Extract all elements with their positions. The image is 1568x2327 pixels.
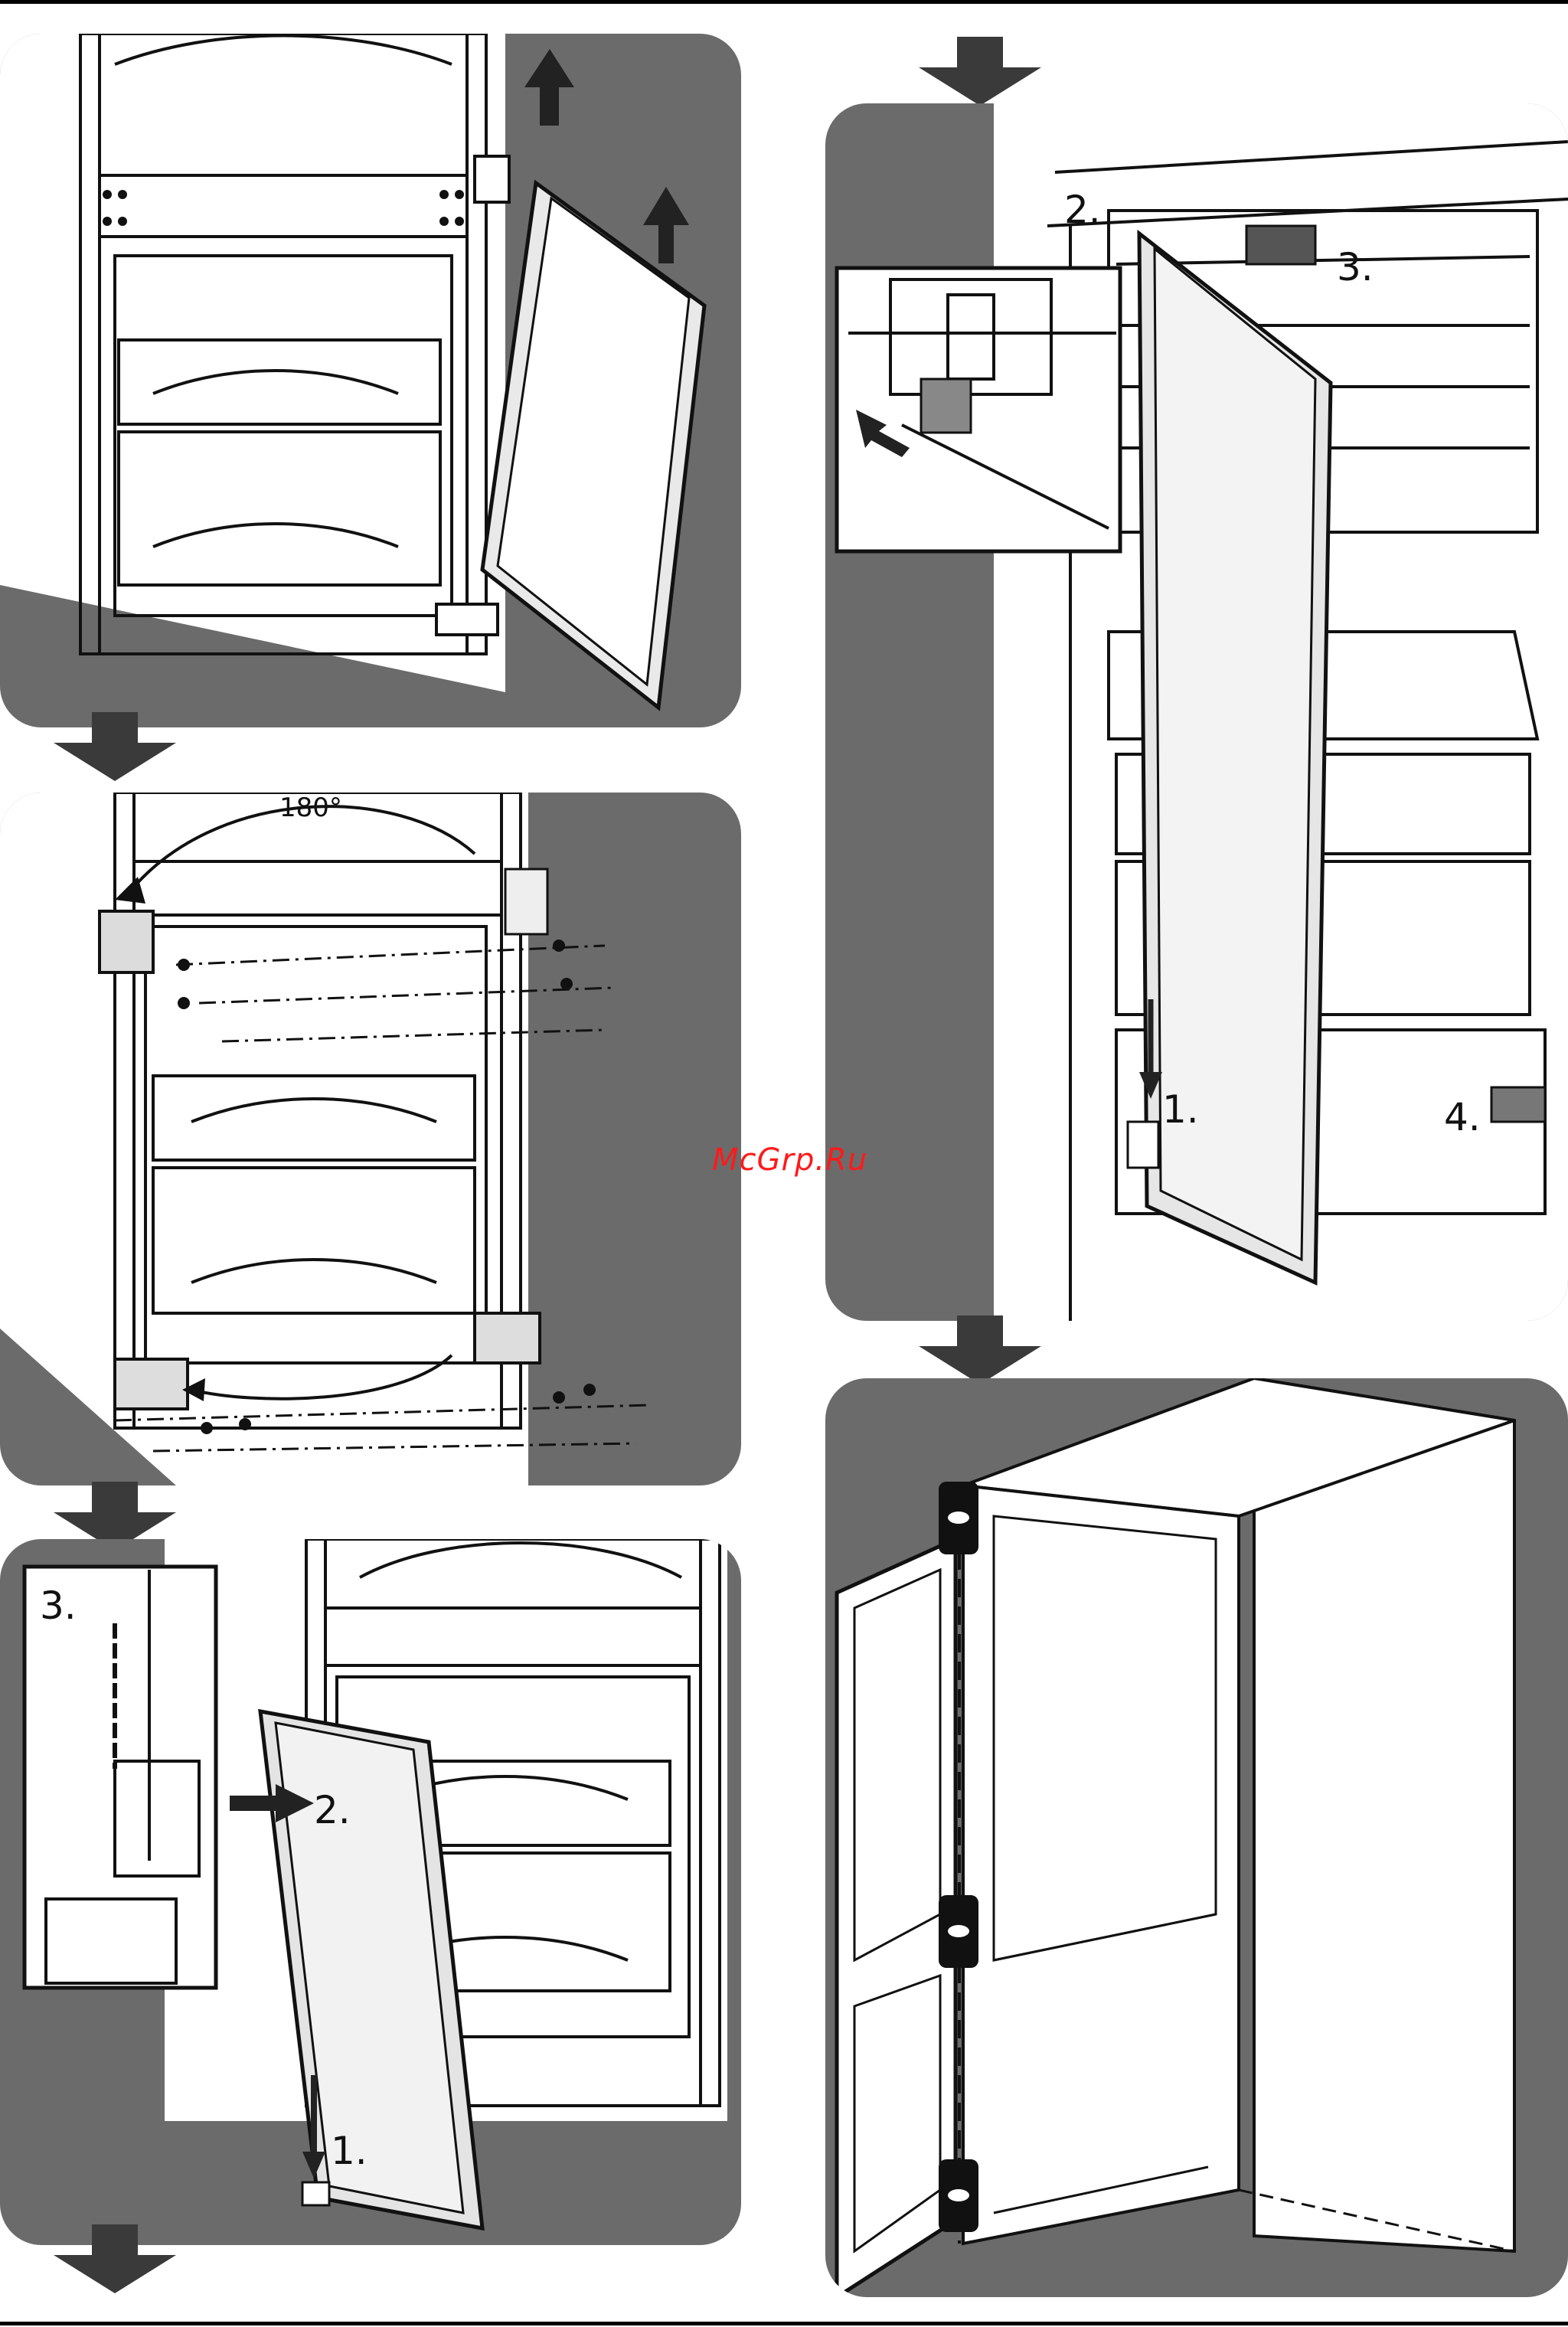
step-panel-remove-door [0,34,741,727]
hinge-alignment-illustration [825,1378,1568,2297]
hinge-swap-illustration [0,793,741,1485]
next-step-arrow-icon [46,712,184,781]
step-panel-hinge-alignment [825,1378,1568,2297]
step-4-label: 4. [1444,1095,1481,1139]
next-step-arrow-icon [46,2224,184,2293]
bottom-rule [0,2322,1568,2325]
step-1-label: 1. [1162,1087,1199,1132]
step-2-label: 2. [314,1788,351,1832]
door-refit-illustration [0,1539,741,2245]
step-2-label: 2. [1064,188,1101,232]
step-panel-swap-hinges: 180° [0,793,741,1485]
rotation-angle-label: 180° [279,793,342,823]
top-rule [0,0,1568,4]
next-step-arrow-icon [911,1315,1049,1384]
step-panel-refit-door: 3. 2. 1. [0,1539,741,2245]
next-step-arrow-icon [911,37,1049,106]
step-panel-upper-door: 2. 3. 1. 4. [825,103,1568,1321]
step-3-label: 3. [1337,245,1374,289]
watermark: McGrp.Ru [712,1142,867,1178]
step-3-label: 3. [40,1583,77,1628]
step-1-label: 1. [331,2129,368,2173]
fridge-door-removal-illustration [0,34,741,727]
